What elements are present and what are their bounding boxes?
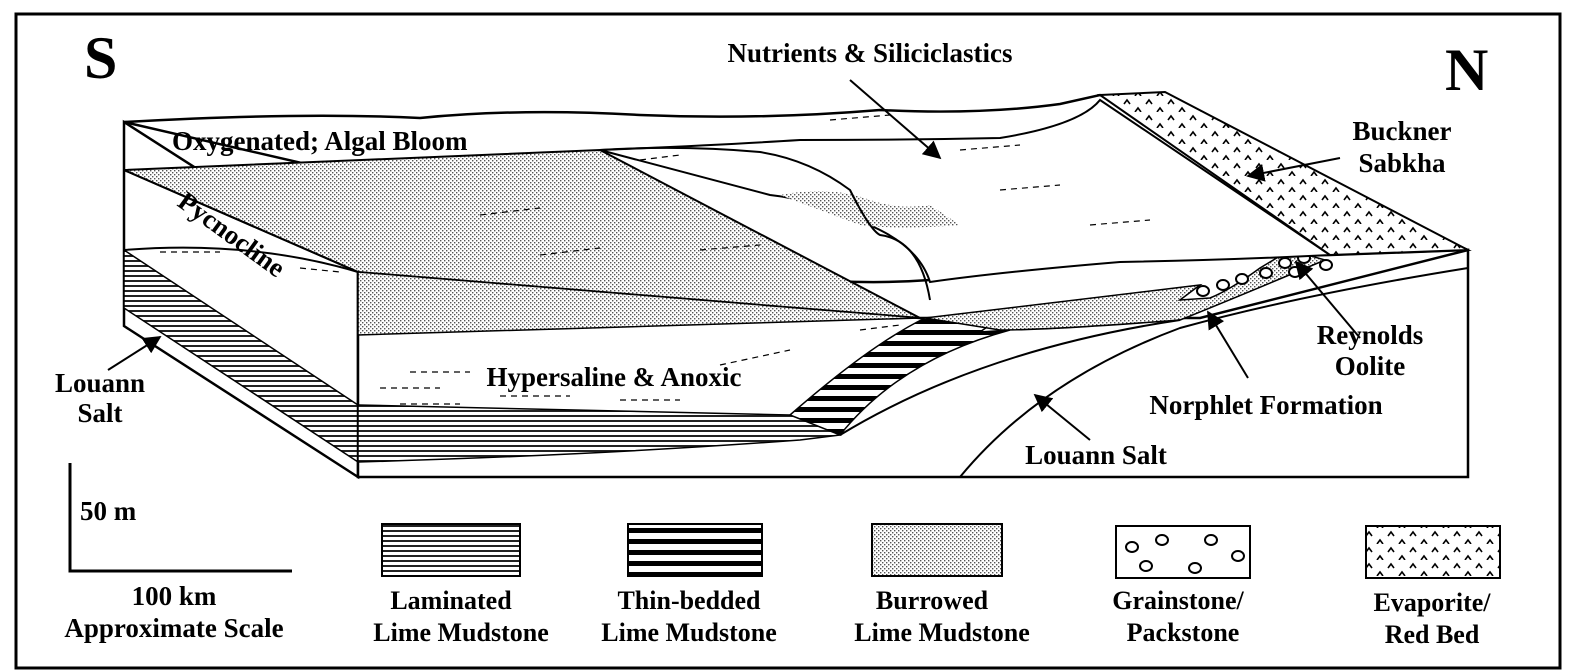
label-louann-bottom: Louann Salt — [1025, 440, 1167, 470]
compass-south: S — [84, 25, 117, 91]
legend-thinbedded-line1: Thin-bedded — [617, 586, 761, 615]
louann-bottom-arrow — [1033, 393, 1091, 441]
legend-laminated-line2: Lime Mudstone — [373, 618, 549, 647]
legend-grainstone-line1: Grainstone/ — [1112, 586, 1244, 615]
label-norphlet: Norphlet Formation — [1149, 390, 1382, 420]
label-hypersaline: Hypersaline & Anoxic — [487, 362, 742, 392]
scale-bar-lines — [68, 463, 292, 573]
scale-vertical-label: 50 m — [80, 496, 137, 526]
pycnocline-line — [123, 246, 359, 273]
legend-item-laminated: Laminated Lime Mudstone — [373, 523, 549, 647]
scale-horizontal-label: 100 km — [132, 581, 217, 611]
legend-item-evaporite: Evaporite/ Red Bed — [1365, 525, 1501, 649]
scale-bar: 50 m 100 km Approximate Scale — [64, 463, 292, 643]
block-diagram — [122, 90, 1472, 480]
label-oxygenated: Oxygenated; Algal Bloom — [172, 126, 468, 156]
legend-laminated-line1: Laminated — [390, 586, 512, 615]
legend-grainstone-line2: Packstone — [1127, 618, 1240, 647]
legend-swatch-burrowed — [871, 523, 1003, 577]
legend-burrowed-line1: Burrowed — [876, 586, 989, 615]
outer-frame — [14, 12, 1562, 670]
label-louann-left-1: Louann — [55, 368, 145, 398]
legend-evaporite-line2: Red Bed — [1385, 620, 1480, 649]
scale-caption: Approximate Scale — [64, 613, 283, 643]
legend-swatch-laminated — [381, 523, 521, 577]
shelf-margin-curve — [599, 146, 931, 301]
legend-swatch-grainstone — [1115, 525, 1251, 579]
legend-item-burrowed: Burrowed Lime Mudstone — [854, 523, 1030, 647]
label-nutrients: Nutrients & Siliciclastics — [728, 38, 1013, 68]
legend-grainstone-ovals — [1125, 534, 1245, 574]
label-louann-left-2: Salt — [77, 398, 122, 428]
legend-thinbedded-line2: Lime Mudstone — [601, 618, 777, 647]
legend: Laminated Lime Mudstone Thin-bedded Lime… — [373, 523, 1501, 649]
reynolds-arrow — [1294, 260, 1361, 339]
louann-left-arrow — [107, 336, 162, 371]
label-reynolds-2: Oolite — [1335, 351, 1405, 381]
pycnocline-diagonal — [123, 169, 359, 273]
burrowed-slab-front — [357, 271, 921, 336]
buckner-arrow — [1246, 157, 1341, 182]
legend-burrowed-line2: Lime Mudstone — [854, 618, 1030, 647]
norphlet-base — [839, 319, 1181, 436]
buckner-sabkha-evaporite — [1097, 90, 1472, 257]
annotation-arrows — [107, 79, 1361, 441]
norphlet-arrow — [1207, 310, 1249, 379]
label-buckner-2: Sabkha — [1358, 148, 1446, 178]
shelf-burrowed-patch — [780, 191, 960, 228]
legend-item-grainstone: Grainstone/ Packstone — [1112, 525, 1251, 647]
compass-north: N — [1445, 37, 1488, 103]
legend-item-thinbedded: Thin-bedded Lime Mudstone — [601, 523, 777, 647]
label-buckner-1: Buckner — [1352, 116, 1451, 146]
louann-salt-boundary — [959, 267, 1469, 478]
nutrients-arrow — [849, 79, 942, 160]
legend-swatch-evaporite — [1365, 525, 1501, 579]
legend-evaporite-line1: Evaporite/ — [1374, 588, 1492, 617]
label-reynolds-1: Reynolds — [1317, 320, 1424, 350]
legend-swatch-thinbedded — [627, 523, 763, 577]
bedding-dashes — [160, 114, 1151, 405]
